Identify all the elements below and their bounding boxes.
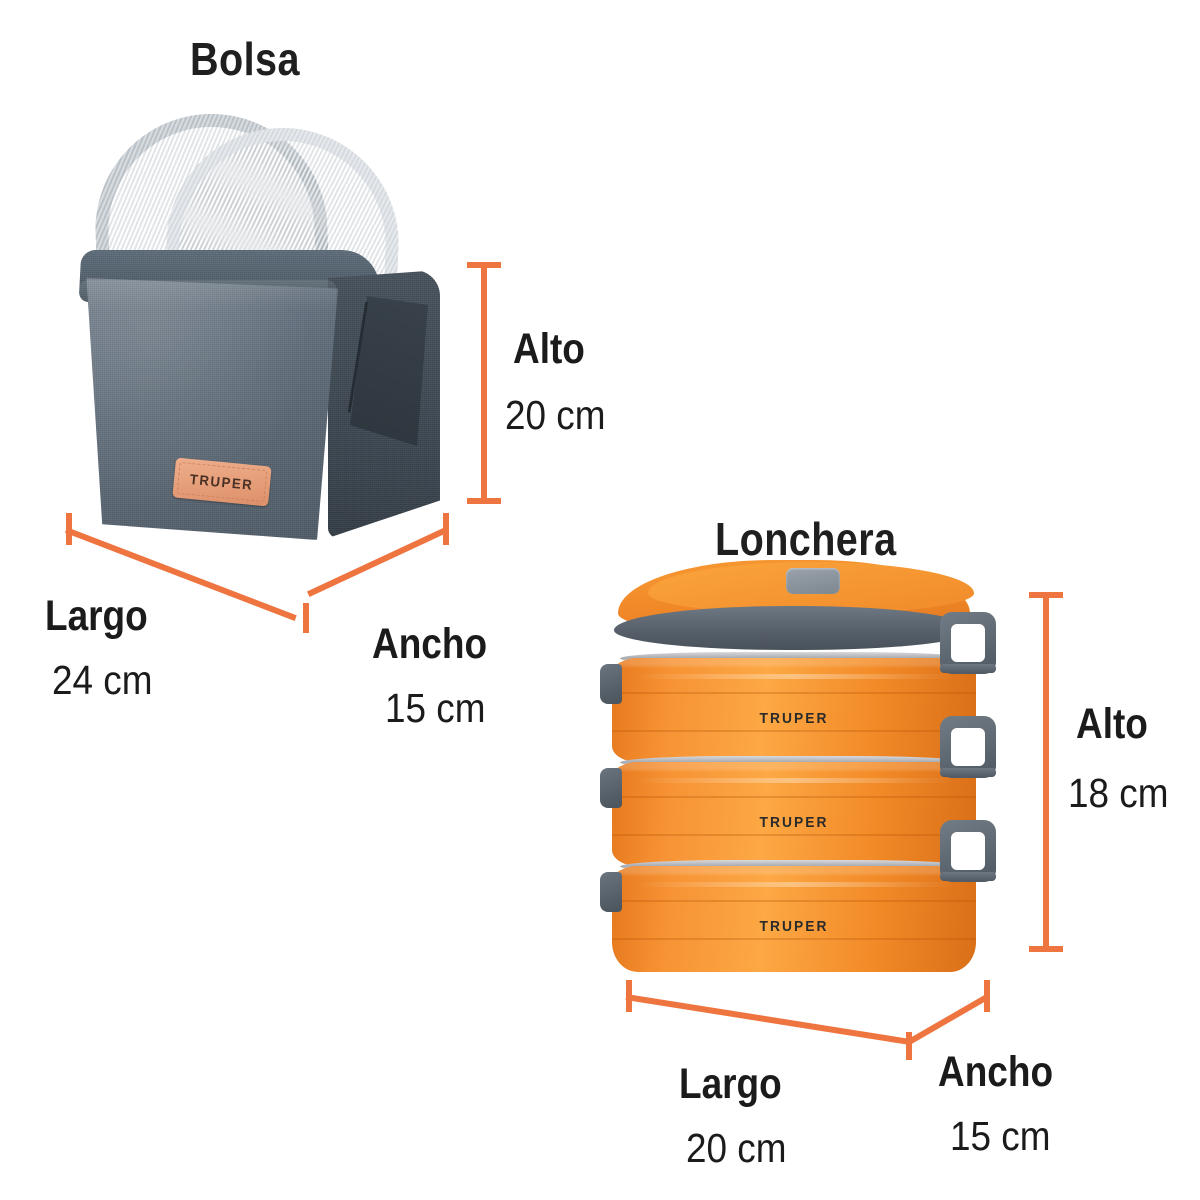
lonchera-width-tick: [984, 980, 990, 1012]
lunchbox-lid-gasket: [614, 606, 974, 650]
bolsa-height-cap-top: [467, 262, 501, 268]
lunchbox-tier-2-brand: TRUPER: [759, 814, 829, 831]
bolsa-height-value: 20 cm: [505, 392, 606, 438]
bolsa-length-value: 24 cm: [52, 657, 153, 703]
lunchbox-clasp-bar-1: [940, 664, 996, 673]
lunchbox-clasp-bar-2: [940, 768, 996, 777]
lonchera-width-line: [905, 994, 989, 1046]
lunchbox-clasp-2[interactable]: [940, 716, 996, 778]
bolsa-height-label: Alto: [513, 325, 585, 373]
lonchera-width-value: 15 cm: [950, 1113, 1051, 1159]
lunchbox-clasp-bar-3: [940, 872, 996, 881]
bolsa-corner-tick: [303, 603, 309, 633]
lunchbox-clasp-1[interactable]: [940, 612, 996, 674]
lonchera-length-label: Largo: [679, 1060, 782, 1108]
lunchbox-vent-button: [786, 568, 840, 594]
lonchera-length-line: [625, 994, 911, 1046]
lonchera-height-value: 18 cm: [1068, 770, 1169, 816]
bolsa-length-label: Largo: [45, 592, 148, 640]
bolsa-width-label: Ancho: [372, 620, 488, 668]
lonchera-height-line: [1043, 592, 1049, 952]
lonchera-corner-tick: [906, 1032, 912, 1060]
lunchbox-tier-3: TRUPER: [612, 866, 976, 972]
bolsa-width-value: 15 cm: [385, 685, 486, 731]
lonchera-length-value: 20 cm: [686, 1125, 787, 1171]
product-title-lonchera: Lonchera: [715, 513, 897, 565]
bag-illustration: TRUPER: [60, 109, 450, 540]
lonchera-height-cap-bottom: [1029, 946, 1063, 952]
bolsa-height-line: [481, 262, 487, 504]
lonchera-height-cap-top: [1029, 592, 1063, 598]
lonchera-width-label: Ancho: [938, 1048, 1054, 1096]
bag-brand-label: TRUPER: [189, 470, 255, 494]
lunchbox-illustration: TRUPER TRUPER TRUPER: [600, 560, 1020, 972]
lunchbox-tab-2: [600, 768, 622, 808]
lonchera-height-label: Alto: [1076, 700, 1148, 748]
bolsa-width-line: [306, 527, 448, 597]
lunchbox-tier-1-brand: TRUPER: [759, 710, 829, 727]
bag-top-seam: [77, 280, 337, 310]
product-title-bolsa: Bolsa: [190, 33, 300, 85]
lunchbox-tab-1: [600, 664, 622, 704]
lunchbox-tier-2: TRUPER: [612, 762, 976, 866]
lunchbox-clasp-3[interactable]: [940, 820, 996, 882]
bolsa-width-tick: [443, 513, 449, 545]
lunchbox-tier-3-brand: TRUPER: [759, 918, 829, 935]
bolsa-height-cap-bottom: [467, 498, 501, 504]
lunchbox-tier-1: TRUPER: [612, 658, 976, 762]
lunchbox-tab-3: [600, 872, 622, 912]
